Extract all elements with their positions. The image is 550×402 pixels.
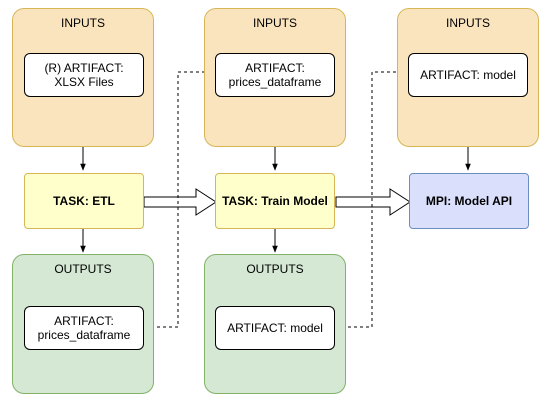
artifact-label: ARTIFACT: model bbox=[420, 68, 516, 82]
outputs-group-title: OUTPUTS bbox=[54, 262, 112, 276]
inputs-group-title: INPUTS bbox=[445, 16, 490, 30]
outputs-group-title: OUTPUTS bbox=[246, 262, 304, 276]
task-label: TASK: ETL bbox=[53, 194, 115, 208]
mpi-label: MPI: Model API bbox=[425, 194, 513, 208]
artifact-prices-dataframe-input[interactable]: ARTIFACT: prices_dataframe bbox=[215, 53, 335, 97]
task-label: TASK: Train Model bbox=[222, 194, 328, 208]
block-arrow-train-to-mpi bbox=[335, 188, 411, 216]
dashed-link-outputs2-to-inputs3 bbox=[336, 69, 407, 328]
mpi-model-api[interactable]: MPI: Model API bbox=[409, 173, 529, 229]
inputs-group-title: INPUTS bbox=[60, 16, 105, 30]
task-etl[interactable]: TASK: ETL bbox=[24, 173, 144, 229]
artifact-xlsx-files[interactable]: (R) ARTIFACT: XLSX Files bbox=[24, 53, 144, 97]
artifact-model-output[interactable]: ARTIFACT: model bbox=[215, 306, 335, 350]
inputs-group-title: INPUTS bbox=[252, 16, 297, 30]
artifact-label: (R) ARTIFACT: XLSX Files bbox=[44, 61, 124, 89]
task-train-model[interactable]: TASK: Train Model bbox=[215, 173, 335, 229]
artifact-label: ARTIFACT: model bbox=[227, 321, 323, 335]
artifact-model-input[interactable]: ARTIFACT: model bbox=[408, 53, 528, 97]
artifact-label: ARTIFACT: prices_dataframe bbox=[37, 314, 131, 342]
artifact-prices-dataframe-output[interactable]: ARTIFACT: prices_dataframe bbox=[24, 306, 144, 350]
artifact-label: ARTIFACT: prices_dataframe bbox=[228, 61, 322, 89]
block-arrow-etl-to-train bbox=[143, 188, 217, 216]
